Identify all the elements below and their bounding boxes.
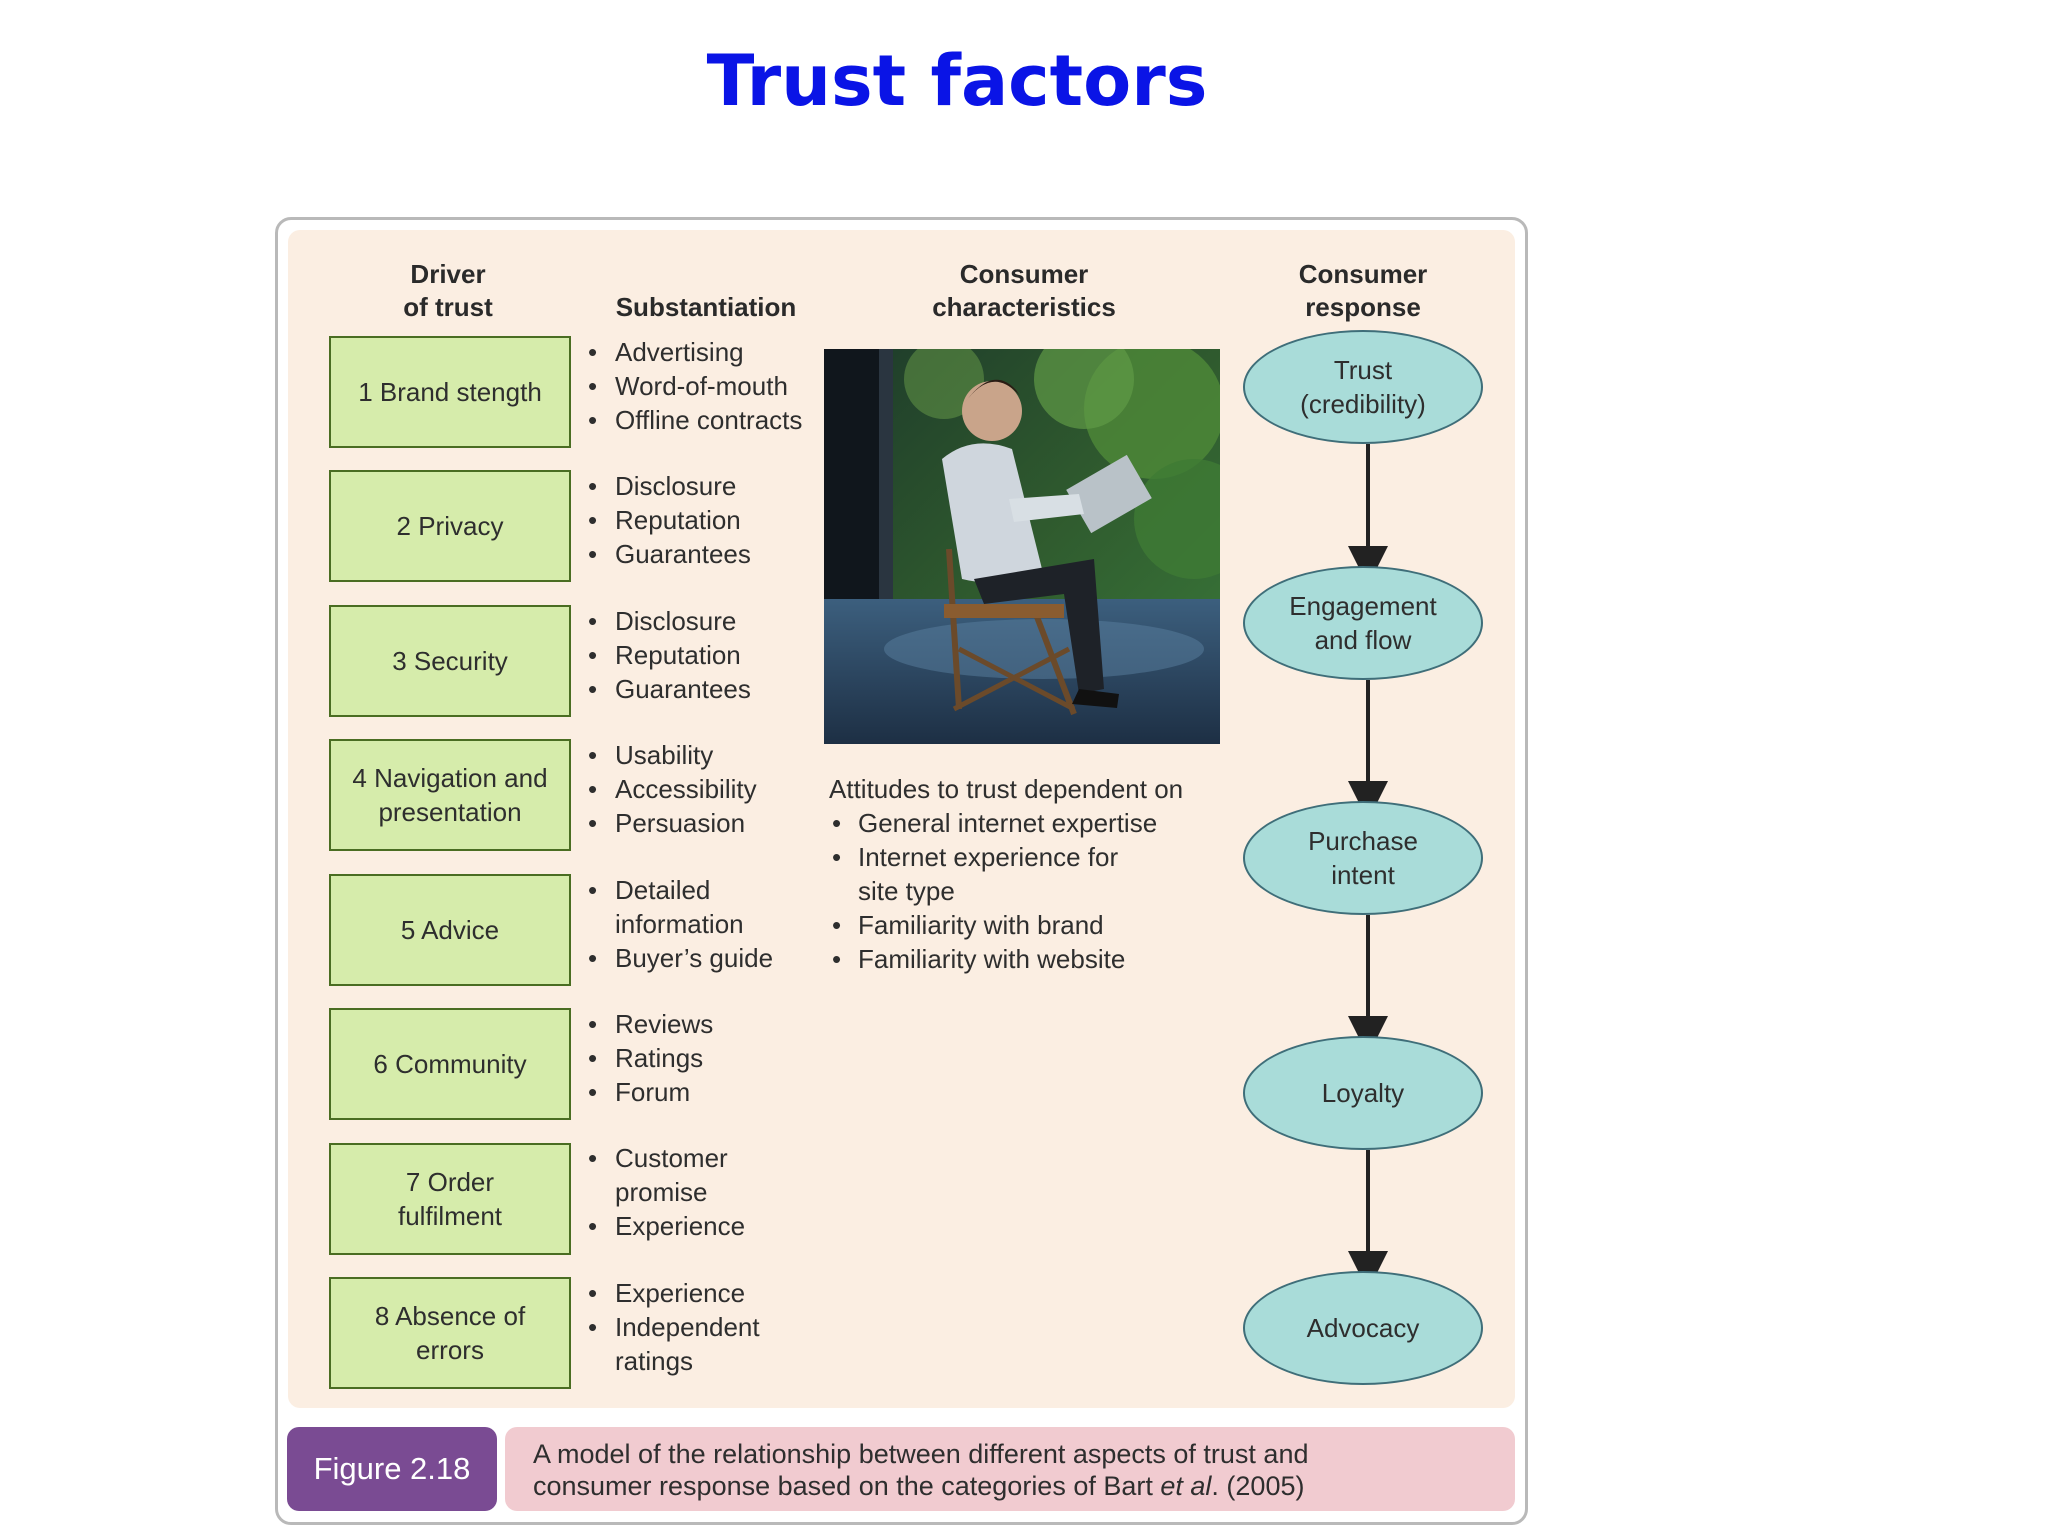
header-driver: Driver of trust <box>403 259 493 322</box>
consumer-photo <box>824 349 1220 744</box>
list-item: Forum <box>585 1075 713 1109</box>
response-advocacy: Advocacy <box>1243 1271 1483 1385</box>
list-item: Buyer’s guide <box>585 941 785 975</box>
figure-caption: A model of the relationship between diff… <box>505 1427 1515 1511</box>
figure-frame: Driver of trust Substantiation Consumer … <box>275 217 1528 1525</box>
header-substantiation: Substantiation <box>615 292 797 322</box>
substantiation-list-advice: Detailed information Buyer’s guide <box>585 873 785 975</box>
list-item: Disclosure <box>585 469 751 503</box>
substantiation-list-navigation: Usability Accessibility Persuasion <box>585 738 757 840</box>
driver-box-security: 3 Security <box>329 605 571 717</box>
list-item: Accessibility <box>585 772 757 806</box>
driver-box-privacy: 2 Privacy <box>329 470 571 582</box>
list-item: General internet expertise <box>829 806 1229 840</box>
list-item: Reviews <box>585 1007 713 1041</box>
page-title: Trust factors <box>706 40 1208 122</box>
list-item: Ratings <box>585 1041 713 1075</box>
header-response: Consumer response <box>1298 259 1428 322</box>
substantiation-list-brand: Advertising Word-of-mouth Offline contra… <box>585 335 802 437</box>
diagram-panel: Driver of trust Substantiation Consumer … <box>288 230 1515 1408</box>
figure-number-badge: Figure 2.18 <box>287 1427 497 1511</box>
list-item: Reputation <box>585 503 751 537</box>
list-item: Detailed information <box>585 873 785 941</box>
driver-box-brand-strength: 1 Brand stength <box>329 336 571 448</box>
substantiation-list-privacy: Disclosure Reputation Guarantees <box>585 469 751 571</box>
list-item: Word-of-mouth <box>585 369 802 403</box>
list-item: Internet experience for site type <box>829 840 1148 908</box>
list-item: Familiarity with website <box>829 942 1229 976</box>
list-item: Persuasion <box>585 806 757 840</box>
list-item: Experience <box>585 1209 765 1243</box>
list-item: Independent ratings <box>585 1310 785 1378</box>
response-arrows <box>1348 444 1388 1291</box>
driver-box-community: 6 Community <box>329 1008 571 1120</box>
list-item: Offline contracts <box>585 403 802 437</box>
list-item: Familiarity with brand <box>829 908 1229 942</box>
response-trust: Trust(credibility) <box>1243 330 1483 444</box>
substantiation-list-order: Customer promise Experience <box>585 1141 765 1243</box>
response-loyalty: Loyalty <box>1243 1036 1483 1150</box>
substantiation-list-errors: Experience Independent ratings <box>585 1276 785 1378</box>
list-item: Disclosure <box>585 604 751 638</box>
list-item: Advertising <box>585 335 802 369</box>
characteristics-list: General internet expertise Internet expe… <box>829 806 1229 976</box>
list-item: Guarantees <box>585 672 751 706</box>
list-item: Guarantees <box>585 537 751 571</box>
driver-box-advice: 5 Advice <box>329 874 571 986</box>
list-item: Customer promise <box>585 1141 765 1209</box>
header-characteristics: Consumer characteristics <box>932 259 1116 322</box>
list-item: Experience <box>585 1276 785 1310</box>
list-item: Usability <box>585 738 757 772</box>
list-item: Reputation <box>585 638 751 672</box>
characteristics-heading: Attitudes to trust dependent on <box>829 774 1184 804</box>
substantiation-list-community: Reviews Ratings Forum <box>585 1007 713 1109</box>
substantiation-list-security: Disclosure Reputation Guarantees <box>585 604 751 706</box>
